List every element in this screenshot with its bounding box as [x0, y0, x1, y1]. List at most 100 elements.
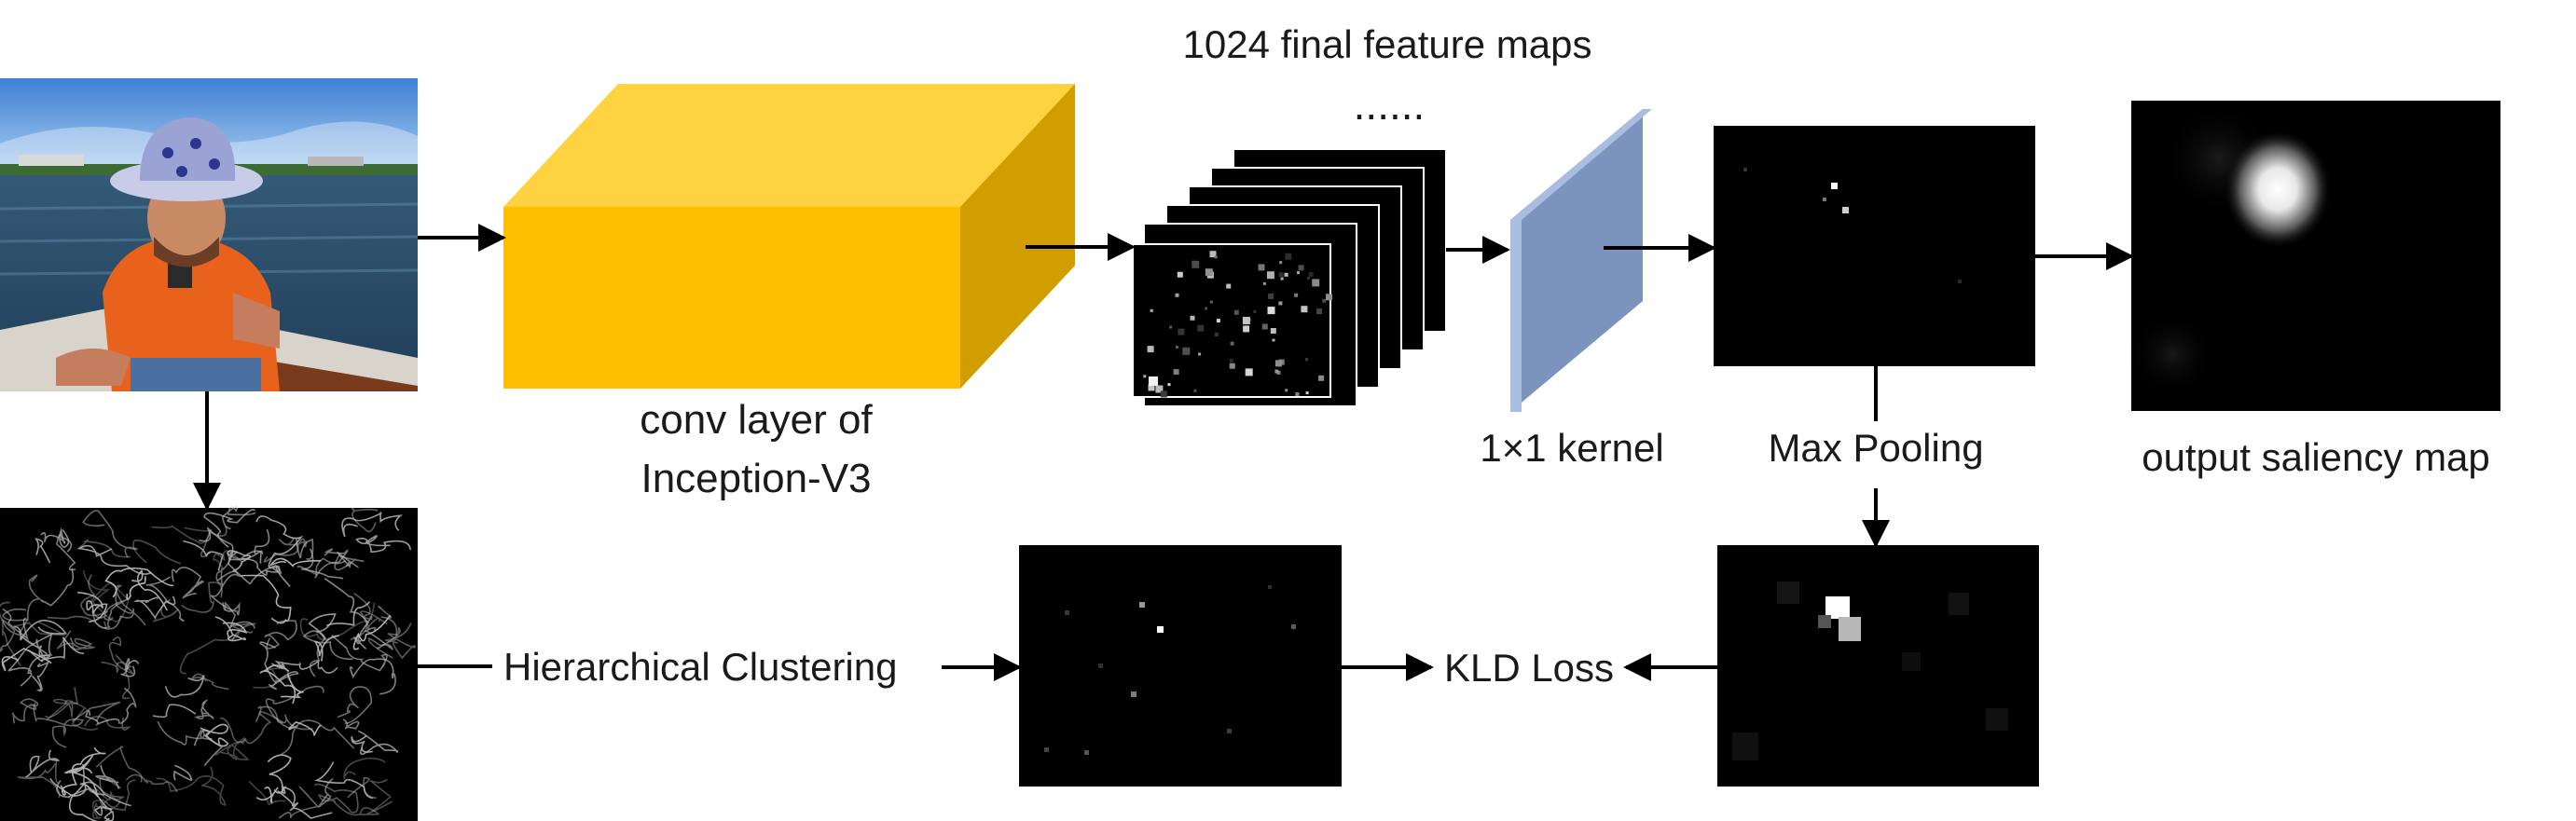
activation-speck: [1169, 325, 1173, 329]
activation-speck: [1284, 272, 1288, 277]
scanpath-stroke: [263, 538, 307, 563]
activation-speck: [1268, 293, 1274, 299]
scanpath-stroke: [85, 710, 120, 726]
scanpath-stroke: [314, 761, 373, 800]
scanpath-stroke: [194, 698, 214, 720]
activation-speck: [1167, 383, 1171, 387]
scanpath-stroke: [80, 574, 109, 617]
kernel-1x1: [1510, 109, 1652, 412]
scanpath-stroke: [95, 764, 120, 789]
ellipsis-label: ......: [1354, 80, 1426, 129]
scanpath-stroke: [273, 786, 296, 807]
scanpath-stroke: [132, 539, 182, 565]
scanpath-stroke: [179, 629, 241, 675]
activation-speck: [1230, 341, 1234, 346]
scanpath-stroke: [34, 538, 51, 564]
scanpath-stroke: [255, 787, 279, 804]
kld-loss-label: KLD Loss: [1444, 646, 1614, 690]
activation-speck: [1173, 369, 1179, 376]
activation-speck: [1316, 308, 1323, 315]
scanpath-stroke: [210, 570, 241, 616]
conv-layer-block: [503, 84, 1075, 389]
activation-speck: [1267, 307, 1275, 315]
activation-speck: [1278, 301, 1283, 306]
scanpath-stroke: [213, 550, 243, 569]
scanpath-stroke: [269, 557, 322, 568]
scanpath-stroke: [248, 780, 286, 806]
scanpath-stroke: [2, 574, 42, 622]
scanpath-stroke: [31, 661, 50, 691]
flow-arrows: [193, 224, 2134, 681]
feature-map-activations: [1143, 251, 1332, 398]
scanpath-stroke: [82, 510, 138, 558]
activation-speck: [1209, 300, 1213, 304]
scanpath-stroke: [363, 626, 394, 650]
scanpath-stroke: [259, 641, 299, 691]
scanpath-stroke: [191, 673, 229, 691]
scanpath-stroke: [367, 605, 398, 659]
activation-speck: [1272, 338, 1275, 342]
input-photo: [0, 78, 418, 391]
scanpath-stroke: [56, 780, 105, 799]
activation-speck: [1297, 271, 1300, 275]
activation-speck: [1226, 283, 1232, 289]
activation-speck: [1270, 328, 1276, 334]
activation-speck: [1214, 333, 1219, 336]
scanpath-stroke: [152, 704, 197, 718]
activation-speck: [1214, 255, 1218, 259]
scanpath-stroke: [214, 616, 248, 642]
scanpath-stroke: [351, 506, 379, 533]
scanpath-stroke: [156, 766, 227, 806]
scanpath-stroke: [333, 800, 379, 816]
scanpath-stroke: [278, 786, 320, 819]
activation-speck: [1197, 324, 1205, 332]
pooled-saliency-grid: [1717, 545, 2039, 787]
scanpath-stroke: [313, 635, 339, 662]
scanpath-stroke: [71, 701, 121, 722]
scanpath-stroke: [359, 610, 388, 630]
activation-speck: [1143, 375, 1147, 378]
activation-speck: [1177, 271, 1183, 278]
scanpath-stroke: [281, 719, 355, 756]
scanpath-stroke: [221, 505, 256, 530]
scanpath-stroke: [91, 598, 128, 629]
scanpath-stroke: [337, 686, 373, 724]
scanpath-stroke: [352, 614, 392, 650]
activation-speck: [1155, 385, 1164, 393]
activation-speck: [1301, 306, 1308, 313]
activation-speck: [1308, 272, 1314, 278]
output-saliency-image: [2130, 101, 2500, 411]
activation-speck: [1253, 309, 1257, 313]
conv-layer-label-line2: Inception-V3: [641, 456, 871, 501]
scanpath-stroke: [271, 659, 338, 674]
scanpath-stroke: [326, 601, 371, 626]
scanpath-stroke: [194, 730, 224, 767]
activation-speck: [1266, 271, 1274, 280]
scanpath-stroke: [255, 705, 313, 731]
activation-speck: [1285, 389, 1288, 392]
scanpath-stroke: [126, 576, 146, 600]
activation-speck: [1322, 298, 1327, 303]
activation-speck: [1176, 346, 1178, 349]
scanpath-stroke: [349, 658, 396, 695]
scanpath-stroke: [203, 509, 255, 548]
scanpath-stroke: [317, 777, 334, 808]
scanpath-stroke: [281, 674, 304, 699]
activation-speck: [1276, 370, 1281, 375]
scanpath-stroke: [7, 633, 53, 687]
scanpath-stroke: [264, 620, 297, 650]
conv-layer-label-line1: conv layer of: [640, 397, 873, 443]
clustering-label: Hierarchical Clustering: [503, 645, 897, 689]
scanpath-stroke: [171, 567, 205, 599]
activation-speck: [1192, 260, 1200, 268]
scanpath-stroke: [91, 787, 112, 819]
scanpath-stroke: [11, 698, 39, 724]
activation-speck: [1178, 328, 1185, 335]
scanpath-stroke: [164, 675, 205, 698]
scanpath-stroke: [13, 621, 65, 636]
activation-speck: [1305, 358, 1308, 362]
scanpath-stroke: [302, 630, 353, 677]
scanpath-stroke: [181, 582, 223, 613]
scanpath-stroke: [253, 666, 292, 689]
scanpath-stroke: [95, 746, 143, 783]
